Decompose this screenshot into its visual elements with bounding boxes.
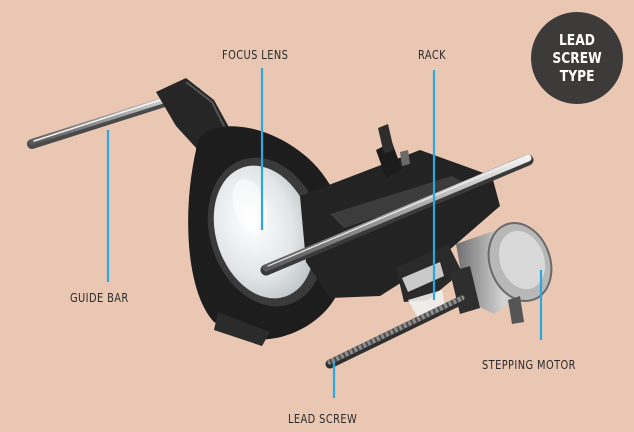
- badge-line-1: LEAD: [559, 31, 595, 49]
- stepping-motor: [450, 222, 553, 324]
- lens-frame: [188, 126, 348, 346]
- rack-rod: [260, 154, 534, 276]
- guide-bar-label: GUIDE BAR: [70, 291, 129, 305]
- lead-screw: [325, 295, 467, 369]
- focus-lens-label: FOCUS LENS: [222, 48, 289, 62]
- leader-lines: [106, 68, 543, 398]
- type-badge: LEAD SCREW TYPE: [531, 12, 623, 104]
- lead-screw-label: LEAD SCREW: [288, 412, 358, 426]
- stepping-motor-label: STEPPING MOTOR: [482, 358, 576, 372]
- badge-line-2: SCREW: [552, 49, 602, 67]
- rack-label: RACK: [418, 48, 446, 62]
- badge-line-3: TYPE: [559, 67, 595, 85]
